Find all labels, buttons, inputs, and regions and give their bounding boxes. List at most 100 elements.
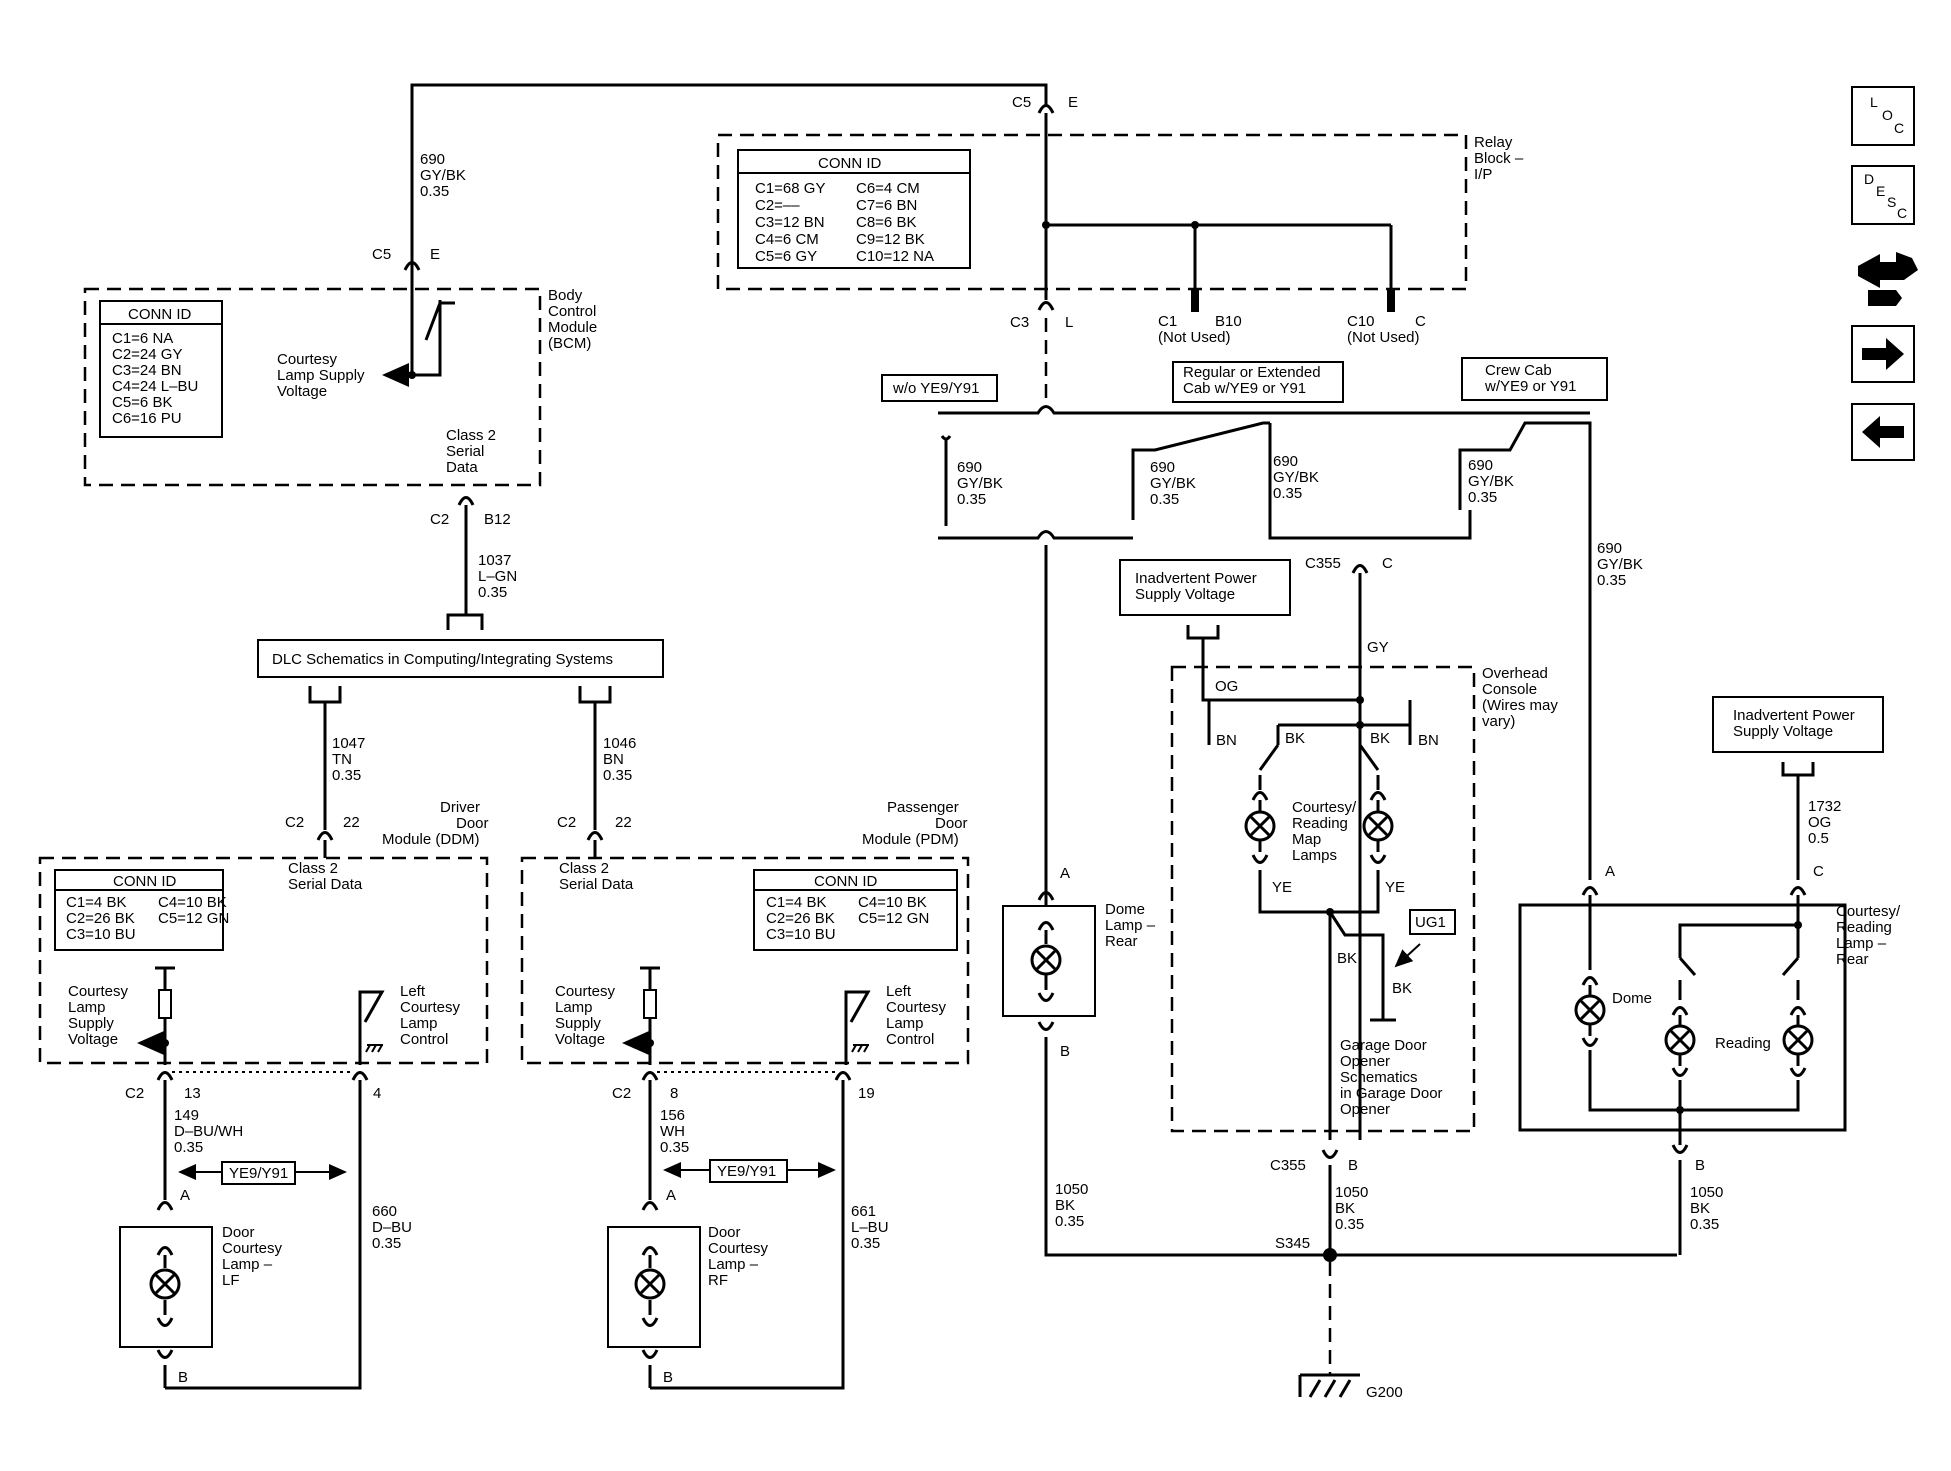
svg-text:BK: BK (1392, 980, 1412, 997)
dlc-box[interactable] (257, 639, 664, 678)
svg-text:Control: Control (400, 1031, 448, 1048)
lamp-icon (1030, 921, 1062, 1002)
svg-text:0.35: 0.35 (851, 1235, 880, 1252)
svg-text:149: 149 (174, 1107, 199, 1124)
lamp-icon (1782, 1006, 1814, 1077)
svg-text:C1=4 BK: C1=4 BK (766, 894, 826, 911)
svg-text:C1=4 BK: C1=4 BK (66, 894, 126, 911)
merge-bus (938, 510, 1472, 540)
svg-text:BK: BK (1690, 1200, 1710, 1217)
svg-text:A: A (1605, 863, 1615, 880)
svg-text:Lamp Supply: Lamp Supply (277, 367, 365, 384)
option-crew-cab (1461, 357, 1608, 401)
svg-text:L–BU: L–BU (851, 1219, 889, 1236)
svg-text:690: 690 (1468, 457, 1493, 474)
back-button[interactable] (1851, 403, 1915, 461)
svg-text:0.35: 0.35 (1273, 485, 1302, 502)
svg-text:Console: Console (1482, 681, 1537, 698)
svg-text:C5=12 GN: C5=12 GN (158, 910, 229, 927)
svg-text:GY/BK: GY/BK (420, 167, 466, 184)
svg-text:Block –: Block – (1474, 150, 1524, 167)
svg-text:C2=26 BK: C2=26 BK (66, 910, 135, 927)
option-wo-yeg-y91 (881, 374, 998, 402)
overhead-console-boundary (1170, 665, 1476, 1133)
connector-c3 (1037, 301, 1055, 311)
door-lamp-rf (607, 1226, 701, 1348)
svg-text:C5: C5 (372, 246, 391, 263)
svg-text:Serial Data: Serial Data (288, 876, 363, 893)
svg-text:Left: Left (400, 983, 426, 1000)
wrench-icon[interactable] (1858, 252, 1918, 306)
svg-text:1050: 1050 (1690, 1184, 1723, 1201)
svg-text:GY/BK: GY/BK (1273, 469, 1319, 486)
svg-text:Class 2: Class 2 (288, 860, 338, 877)
svg-text:690: 690 (1150, 459, 1175, 476)
svg-text:1037: 1037 (478, 552, 511, 569)
svg-text:C2=26 BK: C2=26 BK (766, 910, 835, 927)
svg-text:C355: C355 (1270, 1157, 1306, 1174)
svg-text:Door: Door (456, 815, 489, 832)
wire-660 (165, 1071, 369, 1390)
relay-bus (1044, 113, 1393, 312)
svg-text:C3: C3 (1010, 314, 1029, 331)
forward-button[interactable] (1851, 325, 1915, 383)
svg-text:w/YE9 or Y91: w/YE9 or Y91 (1484, 378, 1576, 395)
svg-text:C3=10 BU: C3=10 BU (66, 926, 136, 943)
svg-text:0.35: 0.35 (372, 1235, 401, 1252)
svg-text:Door: Door (935, 815, 968, 832)
svg-text:C3=10 BU: C3=10 BU (766, 926, 836, 943)
svg-text:C: C (1813, 863, 1824, 880)
svg-text:C8=6 BK: C8=6 BK (856, 214, 916, 231)
svg-text:Reading: Reading (1836, 919, 1892, 936)
loc-button[interactable]: L O C (1851, 86, 1915, 146)
svg-text:C: C (1382, 555, 1393, 572)
rear-lamp-assembly (1518, 903, 1847, 1132)
ddm-boundary (38, 856, 489, 1065)
connector-c5-left (403, 261, 421, 271)
svg-text:690: 690 (1597, 540, 1622, 557)
svg-text:Overhead: Overhead (1482, 665, 1548, 682)
ug1-option (1409, 909, 1456, 935)
svg-text:BK: BK (1285, 730, 1305, 747)
svg-text:1050: 1050 (1335, 1184, 1368, 1201)
svg-text:BK: BK (1055, 1197, 1075, 1214)
splice-s345 (1323, 1248, 1337, 1262)
svg-text:Driver: Driver (440, 799, 480, 816)
wire-661 (650, 1071, 852, 1390)
svg-text:YE: YE (1272, 879, 1292, 896)
desc-button[interactable]: D E S C (1851, 165, 1915, 225)
svg-text:G200: G200 (1366, 1384, 1403, 1401)
svg-text:Data: Data (446, 459, 478, 476)
lamp-icon (149, 1246, 181, 1327)
svg-text:C10: C10 (1347, 313, 1375, 330)
svg-text:Supply Voltage: Supply Voltage (1733, 723, 1833, 740)
svg-text:E: E (430, 246, 440, 263)
svg-text:BK: BK (1370, 730, 1390, 747)
svg-text:C10=12 NA: C10=12 NA (856, 248, 934, 265)
bcm-boundary (83, 287, 542, 487)
svg-text:C4=10 BK: C4=10 BK (158, 894, 227, 911)
svg-text:O: O (1882, 107, 1893, 123)
svg-text:B: B (1060, 1043, 1070, 1060)
svg-text:B10: B10 (1215, 313, 1242, 330)
terminal-c10 (1387, 288, 1395, 312)
svg-text:YE: YE (1385, 879, 1405, 896)
svg-text:S: S (1887, 194, 1896, 210)
svg-text:BN: BN (603, 751, 624, 768)
bcm-switch (424, 301, 455, 341)
svg-text:GY: GY (1367, 639, 1389, 656)
svg-text:1732: 1732 (1808, 798, 1841, 815)
svg-text:B: B (1695, 1157, 1705, 1174)
svg-text:0.35: 0.35 (603, 767, 632, 784)
svg-text:Left: Left (886, 983, 912, 1000)
svg-text:0.35: 0.35 (420, 183, 449, 200)
svg-text:Courtesy: Courtesy (400, 999, 461, 1016)
svg-text:19: 19 (858, 1085, 875, 1102)
svg-text:1046: 1046 (603, 735, 636, 752)
dlc-pin-top (446, 613, 484, 630)
svg-text:Relay: Relay (1474, 134, 1513, 151)
svg-text:0.35: 0.35 (1468, 489, 1497, 506)
svg-text:C3=24 BN: C3=24 BN (112, 362, 182, 379)
svg-text:C5=12 GN: C5=12 GN (858, 910, 929, 927)
svg-text:Control: Control (886, 1031, 934, 1048)
